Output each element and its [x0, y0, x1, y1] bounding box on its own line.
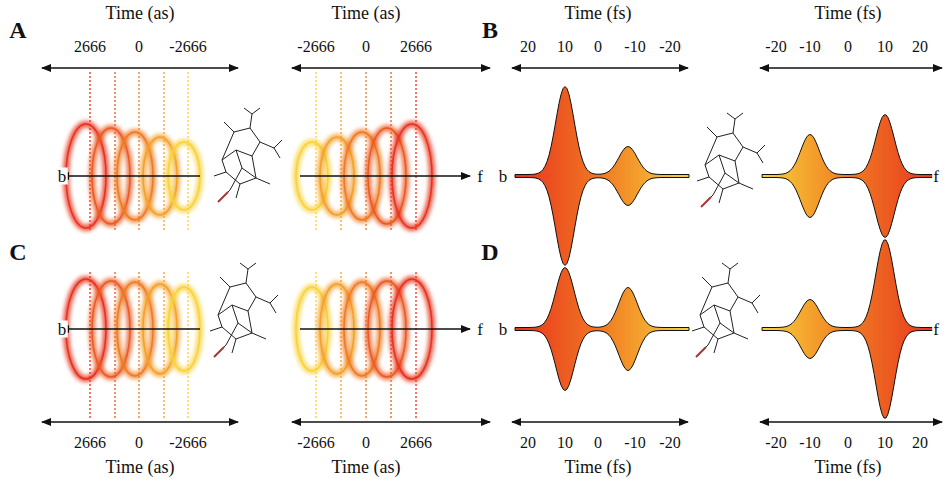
direction-label: b — [498, 321, 509, 338]
time-guide — [365, 72, 366, 232]
tick-label: -10 — [798, 39, 821, 55]
pulse-envelope — [762, 240, 938, 418]
tick-label: 10 — [556, 435, 574, 451]
tick-label: 0 — [593, 39, 603, 55]
tick-label: 20 — [911, 435, 929, 451]
tick-label: 10 — [876, 39, 894, 55]
tick-label: -2666 — [168, 39, 207, 55]
tick-label: 20 — [911, 39, 929, 55]
axis-title: Time (as) — [105, 458, 176, 476]
tick-label: -20 — [658, 39, 681, 55]
axis-title: Time (as) — [331, 458, 402, 476]
time-guide — [163, 272, 164, 418]
tick-label: 0 — [843, 435, 853, 451]
tick-label: 0 — [134, 435, 144, 451]
tick-label: 0 — [361, 435, 371, 451]
tick-label: 2666 — [399, 39, 433, 55]
tick-label: -2666 — [168, 435, 207, 451]
propagation-axis — [60, 328, 200, 329]
tick-label: 10 — [876, 435, 894, 451]
direction-label: f — [476, 168, 484, 185]
pulse-envelope — [515, 268, 689, 391]
panel-letter: B — [481, 18, 499, 42]
tick-label: 0 — [134, 39, 144, 55]
direction-label: f — [932, 168, 940, 185]
time-guide — [89, 72, 90, 232]
tick-label: 20 — [519, 39, 537, 55]
axis-title: Time (fs) — [564, 4, 633, 22]
tick-label: 0 — [361, 39, 371, 55]
time-guide — [340, 72, 341, 232]
time-guide — [114, 72, 115, 232]
axis-title: Time (fs) — [814, 458, 883, 476]
time-guide — [315, 272, 316, 418]
tick-label: 10 — [556, 39, 574, 55]
tick-label: 20 — [519, 435, 537, 451]
tick-label: -20 — [764, 39, 787, 55]
time-guide — [415, 272, 416, 418]
time-guide — [187, 272, 188, 418]
panel-letter: A — [8, 18, 27, 42]
time-guide — [163, 72, 164, 232]
direction-label: f — [476, 321, 484, 338]
pulse-envelope — [515, 87, 689, 266]
pulse-envelope — [762, 115, 938, 237]
tick-label: -20 — [658, 435, 681, 451]
tick-label: -20 — [764, 435, 787, 451]
tick-label: -10 — [798, 435, 821, 451]
direction-label: b — [57, 321, 68, 338]
time-guide — [415, 72, 416, 232]
direction-label: f — [932, 321, 940, 338]
time-guide — [340, 272, 341, 418]
axis-title: Time (fs) — [564, 458, 633, 476]
axis-title: Time (as) — [331, 4, 402, 22]
panel-letter: D — [480, 240, 499, 264]
tick-label: -2666 — [296, 435, 335, 451]
time-guide — [138, 272, 139, 418]
tick-label: -2666 — [296, 39, 335, 55]
tick-label: 2666 — [399, 435, 433, 451]
time-guide — [138, 72, 139, 232]
direction-label: b — [57, 168, 68, 185]
direction-label: b — [498, 168, 509, 185]
panel-letter: C — [8, 240, 27, 264]
tick-label: 2666 — [73, 435, 107, 451]
axis-title: Time (as) — [105, 4, 176, 22]
propagation-axis — [300, 175, 470, 176]
axis-title: Time (fs) — [814, 4, 883, 22]
tick-label: 2666 — [73, 39, 107, 55]
tick-label: -10 — [623, 39, 646, 55]
tick-label: -10 — [623, 435, 646, 451]
propagation-axis — [300, 328, 470, 329]
propagation-axis — [60, 175, 200, 176]
tick-label: 0 — [593, 435, 603, 451]
tick-label: 0 — [843, 39, 853, 55]
